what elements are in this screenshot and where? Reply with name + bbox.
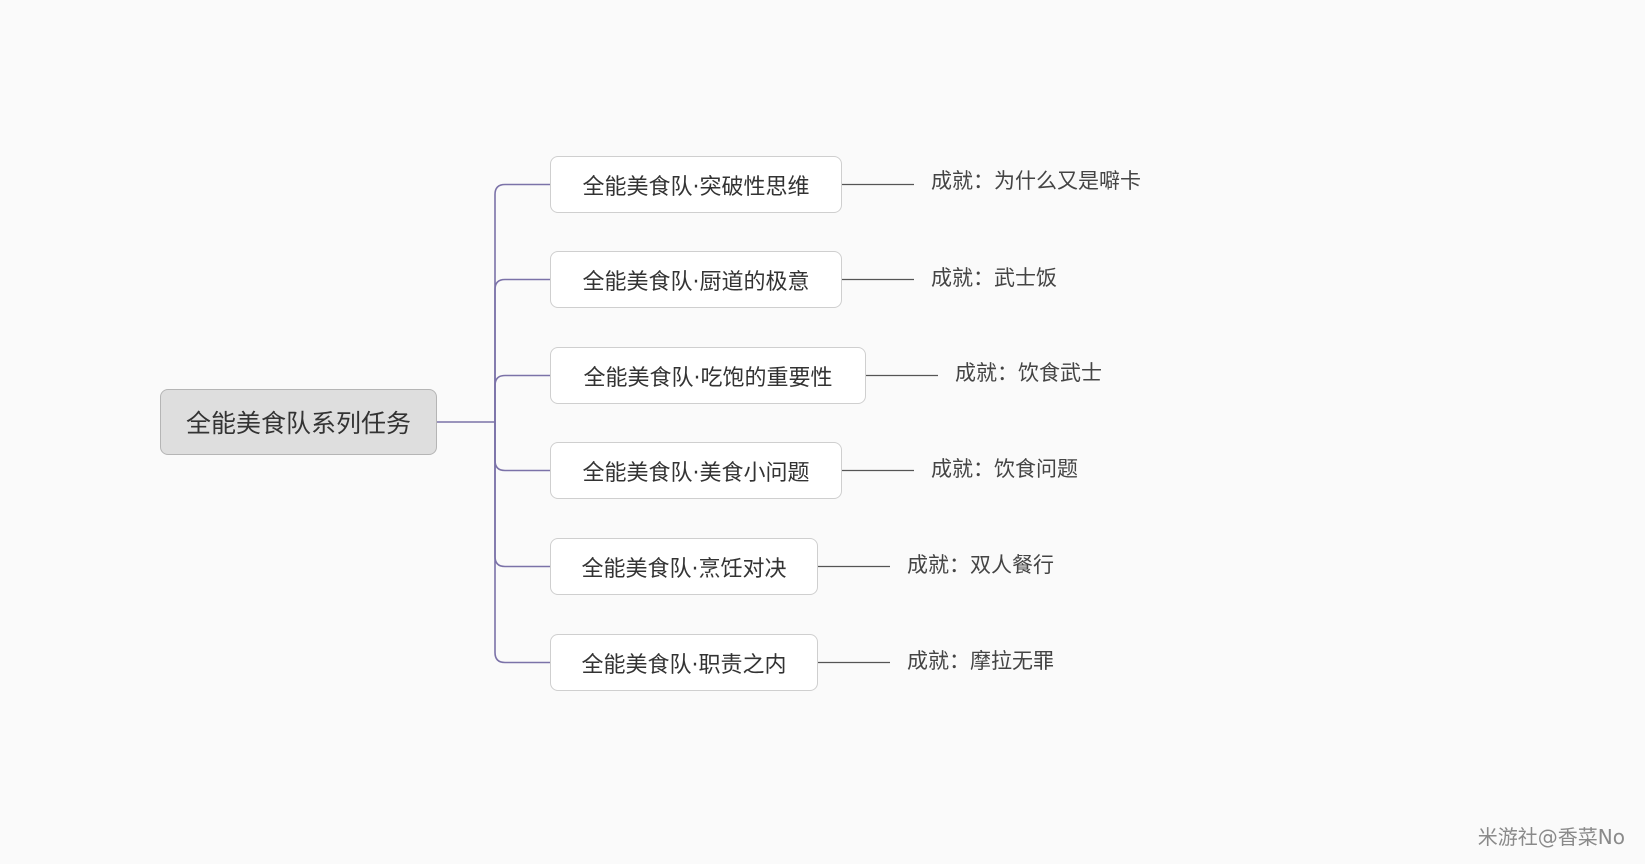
achievement-label: 成就：双人餐行 bbox=[907, 553, 1054, 577]
task-node-label: 全能美食队·美食小问题 bbox=[582, 460, 810, 486]
branch-connector bbox=[494, 422, 550, 568]
task-node-importance-of-eating[interactable]: 全能美食队·吃饱的重要性 bbox=[550, 347, 866, 404]
root-node-label: 全能美食队系列任务 bbox=[185, 409, 411, 438]
achievement-label: 成就：为什么又是噼卡 bbox=[931, 169, 1141, 193]
achievement-label: 成就：饮食武士 bbox=[955, 361, 1102, 385]
achievement-label: 成就：摩拉无罪 bbox=[907, 649, 1054, 673]
task-node-label: 全能美食队·职责之内 bbox=[581, 652, 787, 678]
watermark: 米游社@香菜No bbox=[1477, 825, 1625, 849]
task-node-breakthrough-thinking[interactable]: 全能美食队·突破性思维 bbox=[550, 156, 842, 213]
task-node-label: 全能美食队·厨道的极意 bbox=[582, 269, 810, 295]
task-node-label: 全能美食队·突破性思维 bbox=[582, 174, 810, 200]
branch-connector bbox=[494, 422, 550, 664]
branch-connector bbox=[494, 374, 550, 422]
task-node-culinary-mastery[interactable]: 全能美食队·厨道的极意 bbox=[550, 251, 842, 308]
task-node-within-duty[interactable]: 全能美食队·职责之内 bbox=[550, 634, 818, 691]
achievement-label: 成就：饮食问题 bbox=[931, 457, 1078, 481]
branch-connector bbox=[494, 278, 550, 422]
task-node-label: 全能美食队·烹饪对决 bbox=[581, 556, 787, 582]
task-node-food-problem[interactable]: 全能美食队·美食小问题 bbox=[550, 442, 842, 499]
task-node-label: 全能美食队·吃饱的重要性 bbox=[583, 365, 833, 391]
task-node-cooking-duel[interactable]: 全能美食队·烹饪对决 bbox=[550, 538, 818, 595]
root-node[interactable]: 全能美食队系列任务 bbox=[160, 389, 437, 455]
achievement-label: 成就：武士饭 bbox=[931, 266, 1057, 290]
branch-connector bbox=[494, 422, 550, 472]
branch-connector bbox=[494, 183, 550, 422]
